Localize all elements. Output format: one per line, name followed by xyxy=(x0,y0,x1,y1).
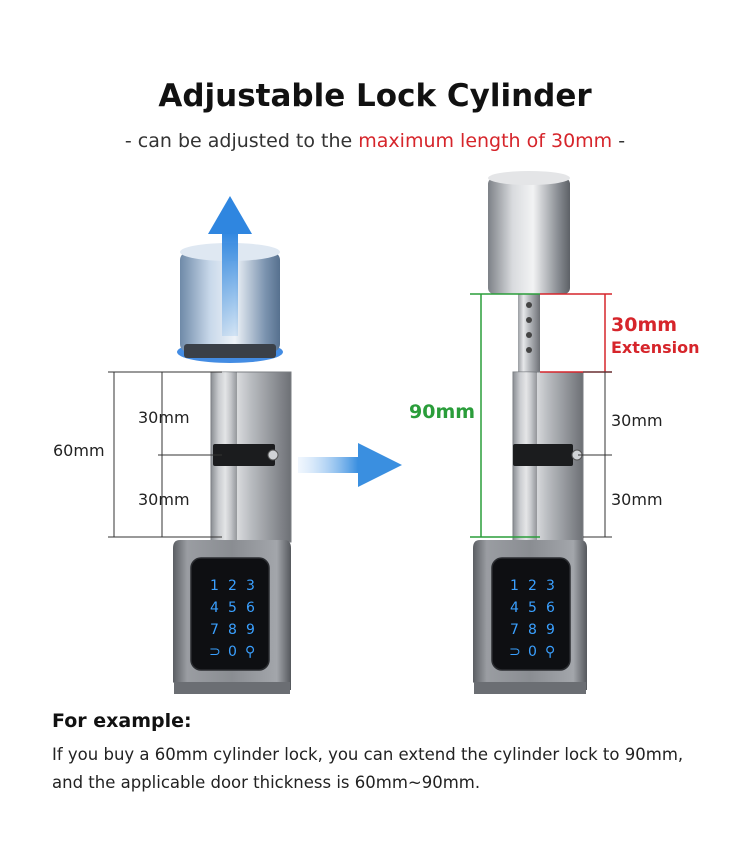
left-total-label: 60mm xyxy=(53,441,105,460)
left-key-4: 4 xyxy=(210,600,219,616)
extension-value-label: 30mm xyxy=(611,314,677,336)
example-line-1: If you buy a 60mm cylinder lock, you can… xyxy=(52,745,684,764)
right-key-lock-icon: ⚲ xyxy=(545,644,555,660)
left-key-5: 5 xyxy=(228,600,237,616)
right-red-dimension xyxy=(540,293,612,373)
upward-arrow-icon xyxy=(208,196,252,336)
right-extension-rod xyxy=(518,294,540,372)
right-key-9: 9 xyxy=(546,622,555,638)
subtitle-highlight: maximum length of 30mm xyxy=(358,130,613,152)
left-lock: 1 2 3 4 5 6 7 8 9 ⊃ 0 ⚲ xyxy=(173,196,292,694)
right-key-8: 8 xyxy=(528,622,537,638)
right-key-7: 7 xyxy=(510,622,519,638)
right-knob xyxy=(488,171,570,294)
right-upper-label: 30mm xyxy=(611,411,663,430)
page-subtitle: - can be adjusted to the maximum length … xyxy=(0,130,750,152)
left-lock-housing xyxy=(210,371,292,543)
left-key-7: 7 xyxy=(210,622,219,638)
left-key-3: 3 xyxy=(246,578,255,594)
left-key-6: 6 xyxy=(246,600,255,616)
right-lock-housing xyxy=(512,371,584,543)
right-key-2: 2 xyxy=(528,578,537,594)
example-line-2: and the applicable door thickness is 60m… xyxy=(52,773,481,792)
example-heading: For example: xyxy=(52,710,192,732)
right-lock-cam xyxy=(513,444,573,466)
page-title: Adjustable Lock Cylinder xyxy=(158,78,592,114)
right-black-dimension xyxy=(578,371,612,538)
left-key-0: 0 xyxy=(228,644,237,660)
left-keypad-body xyxy=(173,540,291,694)
left-upper-label: 30mm xyxy=(138,408,190,427)
right-key-1: 1 xyxy=(510,578,519,594)
example-body: If you buy a 60mm cylinder lock, you can… xyxy=(52,741,732,797)
left-lock-cam xyxy=(213,444,275,466)
extension-word-label: Extension xyxy=(611,338,700,357)
left-key-2: 2 xyxy=(228,578,237,594)
subtitle-prefix: - can be adjusted to the xyxy=(124,130,359,152)
right-key-6: 6 xyxy=(546,600,555,616)
left-key-back-icon: ⊃ xyxy=(209,644,221,660)
left-key-1: 1 xyxy=(210,578,219,594)
right-keypad-keys: 1 2 3 4 5 6 7 8 9 ⊃ 0 ⚲ xyxy=(509,578,555,660)
right-key-back-icon: ⊃ xyxy=(509,644,521,660)
left-lower-label: 30mm xyxy=(138,490,190,509)
right-green-dimension xyxy=(470,293,540,538)
subtitle-suffix: - xyxy=(612,130,626,152)
right-total-label: 90mm xyxy=(409,401,475,423)
right-key-5: 5 xyxy=(528,600,537,616)
left-keypad-keys: 1 2 3 4 5 6 7 8 9 ⊃ 0 ⚲ xyxy=(209,578,255,660)
left-key-9: 9 xyxy=(246,622,255,638)
right-key-4: 4 xyxy=(510,600,519,616)
left-dimensions xyxy=(108,371,222,538)
right-key-0: 0 xyxy=(528,644,537,660)
right-keypad-body xyxy=(473,540,587,694)
left-key-8: 8 xyxy=(228,622,237,638)
right-key-3: 3 xyxy=(546,578,555,594)
right-lock: 1 2 3 4 5 6 7 8 9 ⊃ 0 ⚲ xyxy=(473,171,587,694)
left-key-lock-icon: ⚲ xyxy=(245,644,255,660)
right-lower-label: 30mm xyxy=(611,490,663,509)
right-arrow-icon xyxy=(298,443,402,487)
